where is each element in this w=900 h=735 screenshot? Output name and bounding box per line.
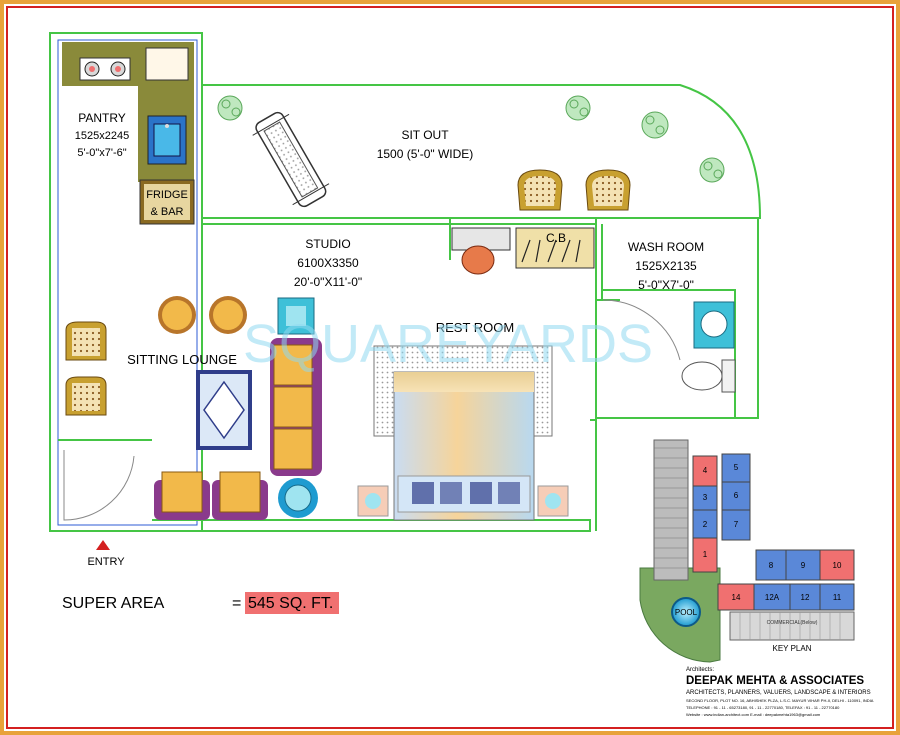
inner-frame (6, 6, 894, 729)
architect-address: SECOND FLOOR, PLOT NO. 16, ABHISHEK PLZA… (686, 698, 874, 703)
washroom-imperial: 5'-0"X7'-0" (638, 278, 694, 292)
coffee-table-icon (196, 370, 252, 450)
unit-4: 4 (703, 466, 708, 475)
cb-label: C.B (546, 231, 566, 245)
entry-door (63, 450, 135, 550)
unit-1: 1 (703, 550, 708, 559)
architect-caption: Architects: (686, 667, 714, 673)
chair-icon (517, 169, 631, 211)
washroom-metric: 1525X2135 (635, 259, 697, 273)
super-area-highlight (245, 592, 339, 614)
sofa-icon (154, 297, 322, 520)
unit-12a: 12A (765, 593, 780, 602)
unit-5: 5 (734, 463, 739, 472)
key-plan (639, 439, 855, 663)
planter-icon (217, 95, 725, 183)
watermark: SQUAREYARDS (243, 314, 653, 374)
commercial-label: COMMERCIAL(Below) (767, 620, 818, 626)
unit-10: 10 (833, 561, 842, 570)
architect-name: DEEPAK MEHTA & ASSOCIATES (686, 675, 864, 687)
sunlounger-icon (252, 111, 330, 208)
washroom-fixtures (602, 299, 736, 393)
unit-3: 3 (703, 493, 708, 502)
unit-9: 9 (801, 561, 806, 570)
entry-label: ENTRY (87, 556, 125, 568)
pantry-counter (62, 42, 195, 225)
fridge-label: FRIDGE (146, 189, 188, 201)
pantry-metric: 1525x2245 (75, 130, 129, 142)
bed-icon (357, 345, 569, 521)
lounge-label: SITTING LOUNGE (127, 352, 237, 367)
restroom-label: REST ROOM (436, 320, 515, 335)
armchair-icon (65, 321, 107, 416)
architect-tagline: ARCHITECTS, PLANNERS, VALUERS, LANDSCAPE… (686, 690, 871, 696)
studio-imperial: 20'-0"X11'-0" (294, 275, 362, 289)
sitout-name: SIT OUT (401, 128, 449, 142)
pantry-imperial: 5'-0"x7'-6" (77, 147, 126, 159)
architect-telephone: TELEPHONE : 91 - 11 - 65273180, 91 - 11 … (686, 705, 840, 710)
unit-8: 8 (769, 561, 774, 570)
sitout-width: 1500 (5'-0" WIDE) (377, 147, 474, 161)
unit-14: 14 (732, 593, 741, 602)
pantry-name: PANTRY (78, 111, 126, 125)
key-plan-units: 1 2 3 4 5 6 7 8 9 10 11 12 12A 14 (703, 463, 842, 602)
architect-website: Website : www.indian-architect.com E-mai… (686, 712, 821, 717)
super-area-value: 545 SQ. FT. (248, 595, 333, 612)
walls (49, 32, 762, 532)
super-area-label: SUPER AREA (62, 595, 165, 612)
studio-name: STUDIO (305, 237, 350, 251)
pool-label: POOL (675, 608, 698, 617)
unit-12: 12 (801, 593, 810, 602)
bar-label: & BAR (150, 206, 183, 218)
washroom-name: WASH ROOM (628, 240, 704, 254)
studio-metric: 6100X3350 (297, 256, 359, 270)
unit-11: 11 (833, 593, 842, 602)
tv-unit-icon (451, 227, 595, 275)
entry-arrow-icon (96, 540, 110, 550)
key-plan-title: KEY PLAN (773, 644, 812, 653)
super-area-equals: = (232, 595, 241, 612)
unit-6: 6 (734, 491, 739, 500)
unit-2: 2 (703, 520, 708, 529)
ottoman-icon (158, 296, 247, 334)
unit-7: 7 (734, 520, 739, 529)
